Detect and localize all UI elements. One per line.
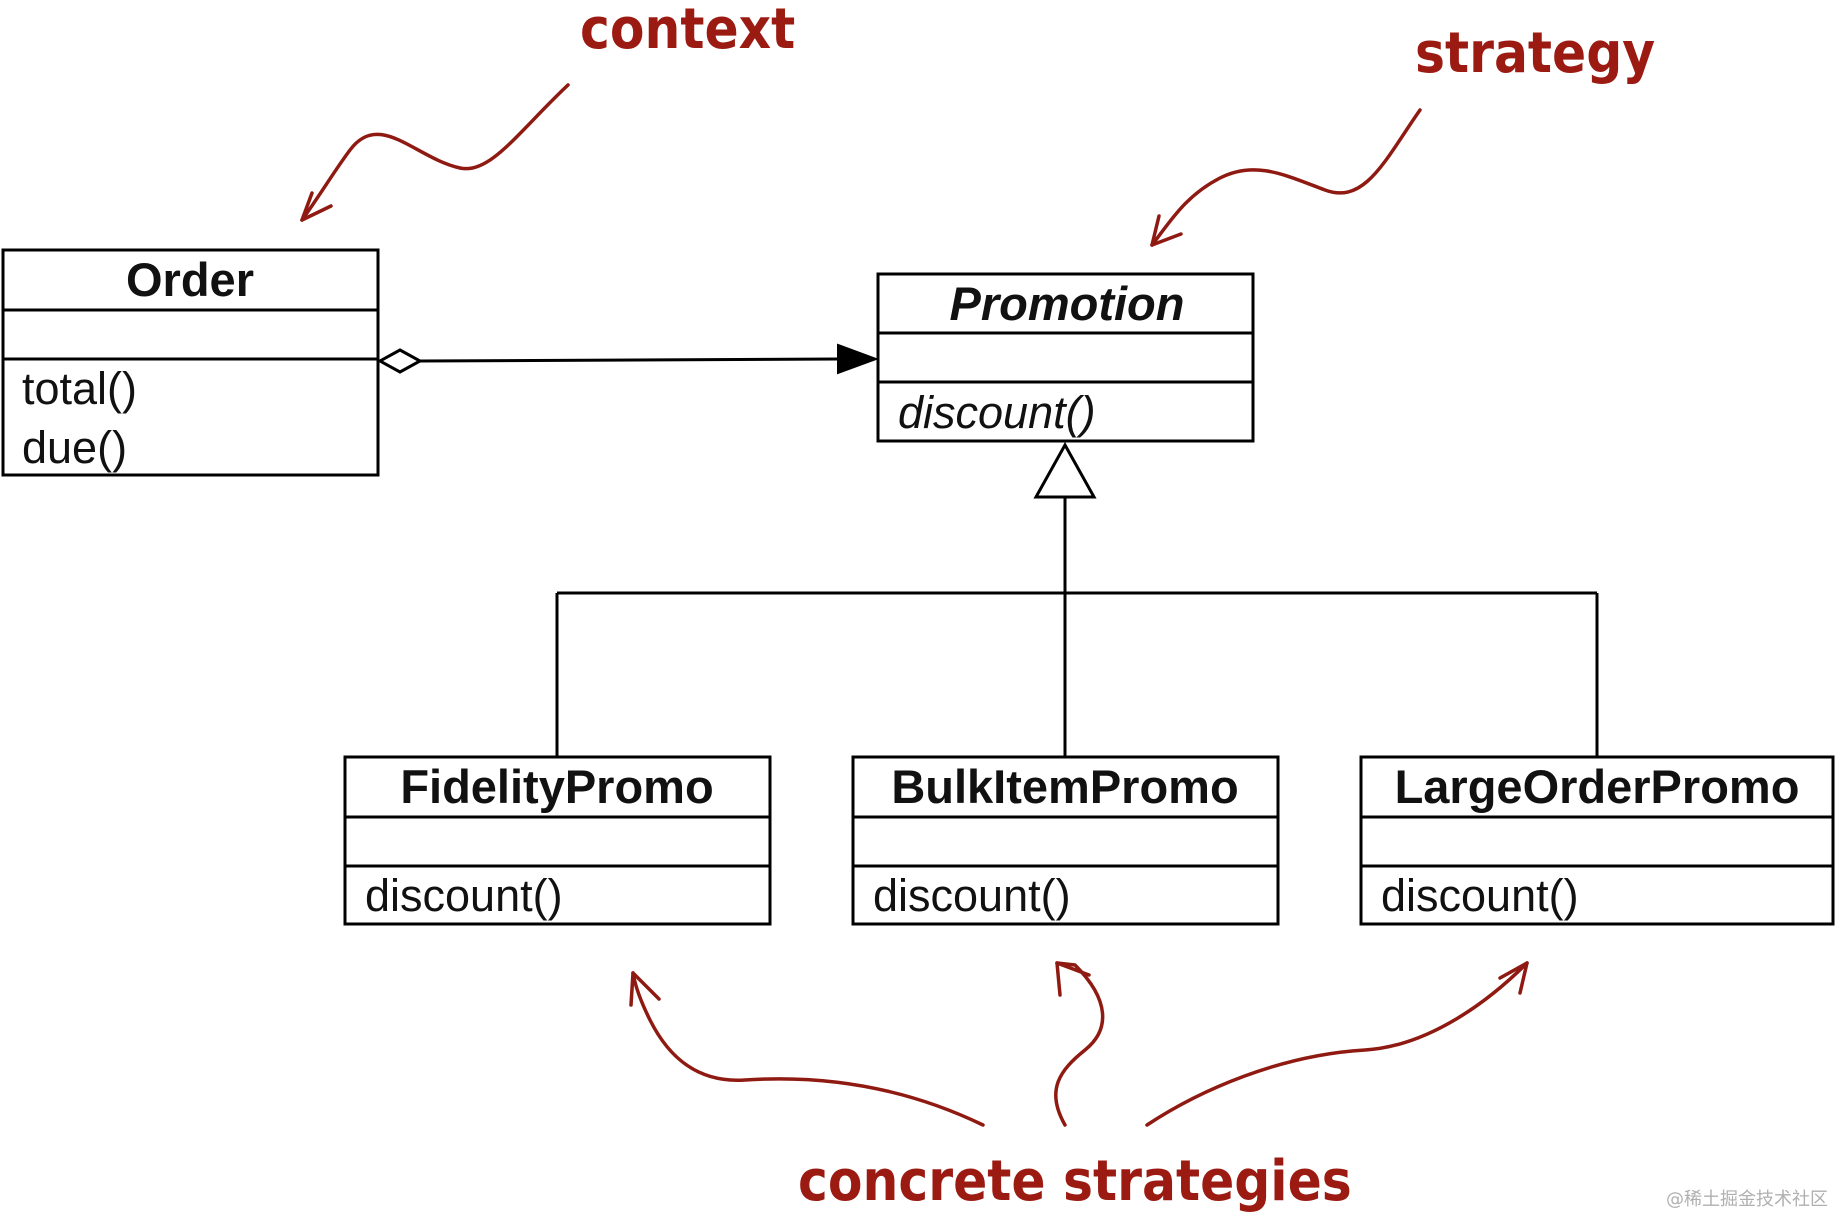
class-bulkitempromo-name: BulkItemPromo (891, 760, 1238, 813)
concrete-arrow-largeorder (1145, 961, 1529, 1127)
class-fidelitypromo-name: FidelityPromo (400, 760, 713, 813)
aggregation-diamond (376, 348, 424, 374)
annotation-concrete-label: concrete strategies (798, 1149, 1352, 1214)
navigation-arrowhead (837, 343, 879, 375)
annotation-concrete-strategies: concrete strategies (629, 961, 1529, 1214)
class-largeorderpromo: LargeOrderPromo discount() (1359, 755, 1835, 926)
annotation-strategy: strategy (1150, 21, 1655, 247)
class-fidelitypromo: FidelityPromo discount() (343, 755, 772, 926)
generalization-connector (555, 441, 1599, 757)
class-bulkitempromo-method-discount: discount() (873, 870, 1071, 921)
strategy-squiggle-arrow (1150, 108, 1422, 247)
concrete-arrowhead-fidelity (629, 971, 661, 1007)
annotation-strategy-label: strategy (1415, 21, 1655, 86)
class-order-method-due: due() (22, 422, 127, 473)
class-order: Order total() due() (1, 248, 380, 477)
concrete-arrow-bulkitem (1054, 961, 1105, 1127)
aggregation-connector (376, 343, 879, 375)
context-arrowhead (300, 191, 333, 222)
context-squiggle-arrow (300, 83, 570, 222)
concrete-arrow-fidelity (631, 971, 985, 1127)
class-promotion: Promotion discount() (876, 272, 1255, 443)
strategy-arrowhead (1150, 214, 1183, 247)
class-order-method-total: total() (22, 363, 137, 414)
concrete-arrowhead-largeorder (1498, 961, 1529, 995)
class-largeorderpromo-method-discount: discount() (1381, 870, 1579, 921)
class-order-name: Order (126, 253, 254, 306)
class-promotion-name: Promotion (950, 277, 1185, 330)
watermark-text: @稀土掘金技术社区 (1666, 1189, 1828, 1210)
class-promotion-method-discount: discount() (898, 387, 1096, 438)
inheritance-triangle (1033, 441, 1097, 499)
concrete-arrowhead-bulkitem (1055, 961, 1091, 997)
annotation-context-label: context (580, 0, 795, 62)
class-bulkitempromo: BulkItemPromo discount() (851, 755, 1280, 926)
class-fidelitypromo-method-discount: discount() (365, 870, 563, 921)
annotation-context: context (300, 0, 795, 222)
class-largeorderpromo-name: LargeOrderPromo (1395, 760, 1800, 813)
